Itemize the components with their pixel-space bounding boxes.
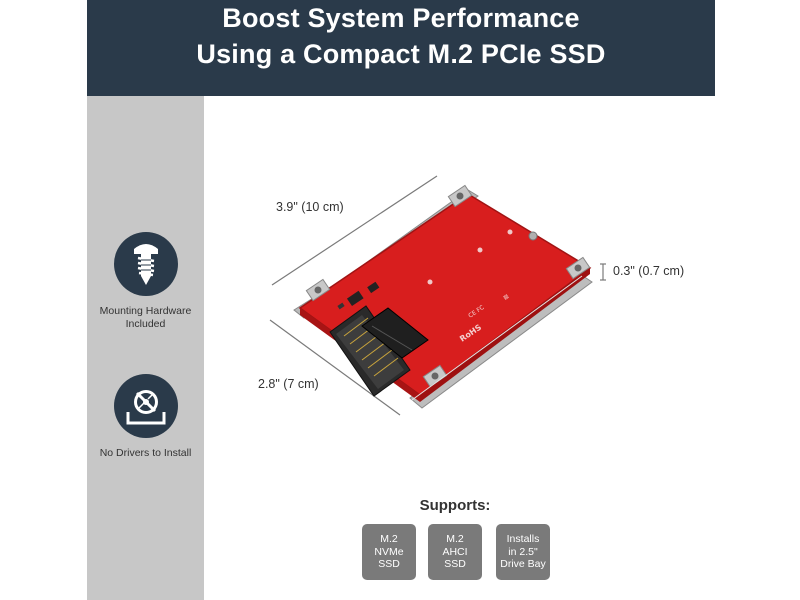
dimension-height: 0.3" (0.7 cm) <box>613 264 685 278</box>
support-chip-label: M.2 AHCI SSD <box>442 533 468 571</box>
adapter-board-image: CE FC RoHS ⊠ <box>269 175 606 416</box>
svg-text:⊠: ⊠ <box>502 293 510 302</box>
header-title-line1: Boost System Performance <box>222 3 580 33</box>
feature-no-drivers: No Drivers to Install <box>87 374 204 460</box>
no-drivers-icon <box>113 374 178 438</box>
support-chip-ahci: M.2 AHCI SSD <box>428 524 482 580</box>
feature-mounting-hardware: Mounting Hardware Included <box>87 232 204 331</box>
support-chip-drive-bay: Installs in 2.5" Drive Bay <box>496 524 550 580</box>
support-chip-nvme: M.2 NVMe SSD <box>362 524 416 580</box>
header-title-line2: Using a Compact M.2 PCIe SSD <box>196 39 606 69</box>
feature-label-mounting: Mounting Hardware Included <box>99 305 192 330</box>
support-chip-label: M.2 NVMe SSD <box>374 533 404 571</box>
dimension-length: 3.9" (10 cm) <box>276 200 344 214</box>
dimension-width: 2.8" (7 cm) <box>258 377 319 391</box>
supports-title: Supports: <box>419 497 491 514</box>
support-chip-label: Installs in 2.5" Drive Bay <box>500 533 546 571</box>
header-banner: Boost System Performance Using a Compact… <box>87 0 715 96</box>
feature-label-no-drivers: No Drivers to Install <box>99 447 192 459</box>
screw-icon <box>113 232 178 296</box>
features-sidebar: Mounting Hardware Included No Drivers to… <box>87 96 204 600</box>
